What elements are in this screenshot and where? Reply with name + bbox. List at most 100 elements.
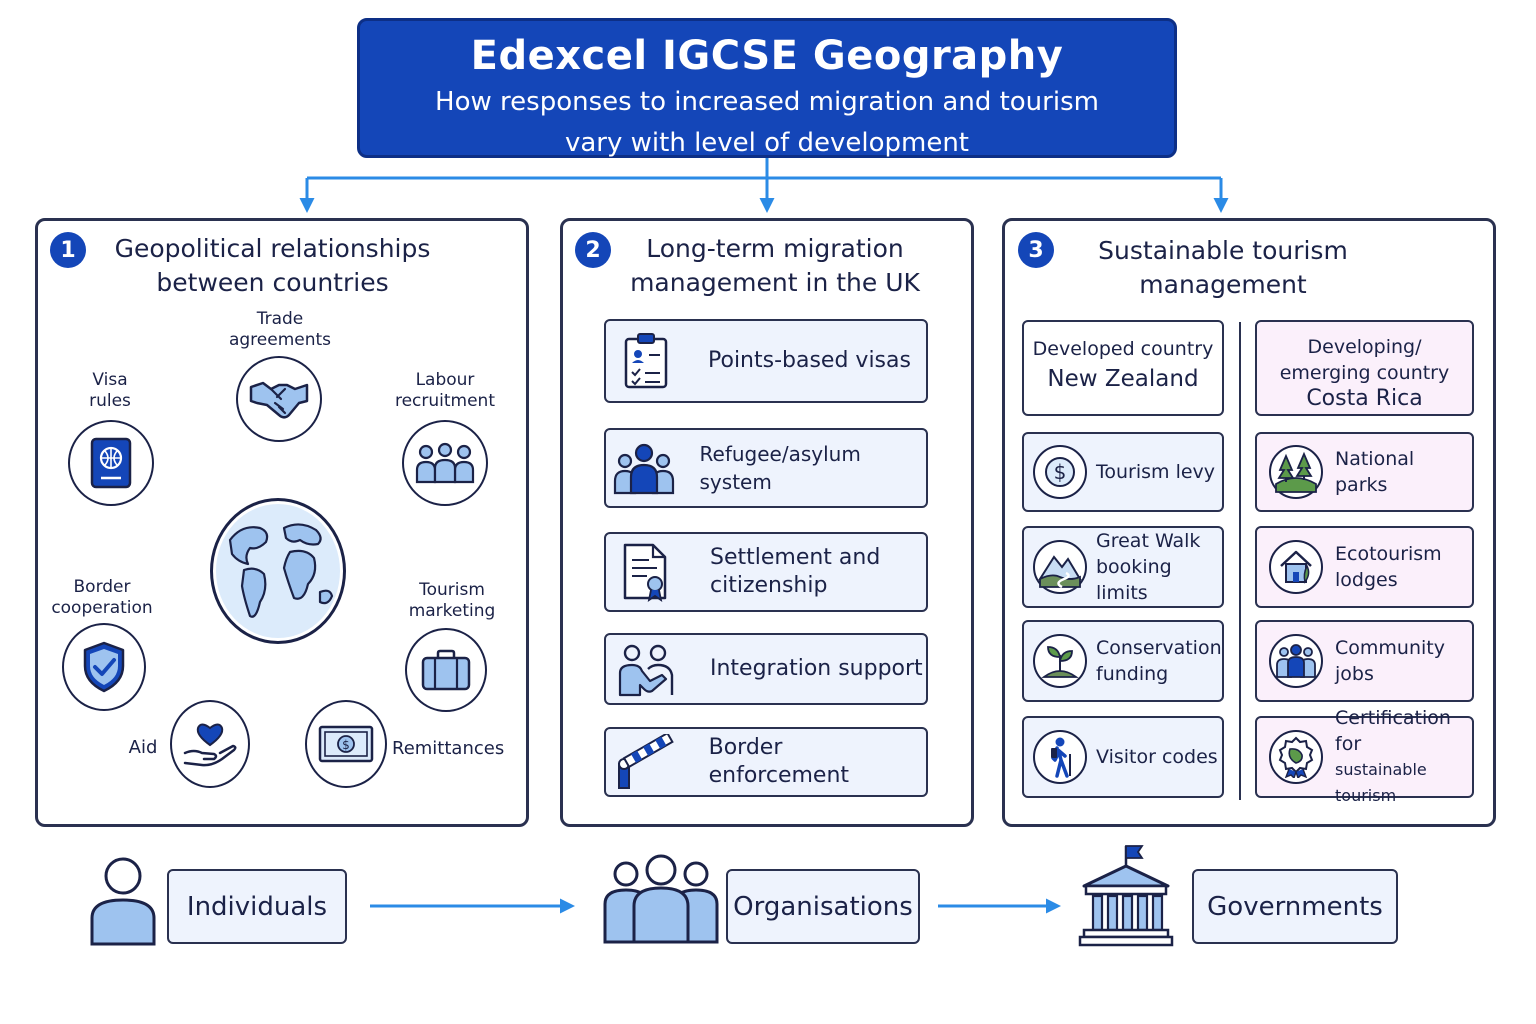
cr-item-1-text: National parks (1335, 446, 1472, 498)
visa-rules-label: Visa rules (60, 370, 160, 412)
developing-label-line-2: emerging country (1279, 362, 1450, 384)
person-icon (90, 857, 156, 946)
step-points-based-visas: Points-based visas (604, 319, 928, 403)
clipboard-checklist-icon (624, 333, 668, 389)
panel-1-number: 1 (50, 232, 86, 268)
developing-country-header: Developing/ emerging country Costa Rica (1255, 320, 1474, 416)
step-3-line-1: Settlement and (710, 545, 881, 570)
handshake-icon (249, 381, 309, 419)
trade-agreements-node (236, 356, 322, 442)
nz-item-1-line-1: Tourism levy (1096, 461, 1216, 483)
nz-item-4-text: Visitor codes (1096, 744, 1218, 770)
trade-label-line-2: agreements (228, 330, 332, 350)
panel-1-title-line-1: Geopolitical relationships (114, 234, 431, 263)
dollar-coin-icon: $ (1045, 457, 1075, 487)
nz-item-3-line-2: funding (1096, 663, 1169, 685)
aid-node (170, 700, 250, 788)
actor-organisations: Organisations (726, 869, 920, 944)
border-label-line-1: Border (73, 577, 131, 597)
nz-visitor-codes: Visitor codes (1022, 716, 1224, 798)
labour-label-line-1: Labour (415, 370, 475, 390)
trees-park-icon (1275, 451, 1317, 493)
cr-item-3-line-1: Community (1335, 637, 1445, 659)
subtitle-line-1: How responses to increased migration and… (435, 87, 1099, 117)
visa-label-line-2: rules (89, 391, 131, 411)
cr-item-2-line-1: Ecotourism (1335, 543, 1442, 565)
refugee-family-icon (613, 443, 674, 495)
developed-label: Developed country (1032, 338, 1214, 360)
developing-label-line-1: Developing/ (1307, 336, 1422, 358)
actor-governments: Governments (1192, 869, 1398, 944)
visa-label-line-1: Visa (92, 370, 128, 390)
people-group-icon (415, 442, 475, 484)
labour-label-line-2: recruitment (394, 391, 496, 411)
lodge-house-icon (1280, 550, 1312, 584)
hiker-icon (1051, 737, 1071, 778)
cr-item-4-text: Certification for sustainable tourism (1335, 705, 1472, 809)
nz-item-3-line-1: Conservation (1096, 637, 1222, 659)
border-cooperation-node (62, 623, 146, 711)
step-4-text: Integration support (710, 655, 923, 683)
nz-item-4-line-1: Visitor codes (1096, 746, 1218, 768)
tourism-marketing-node (405, 628, 487, 712)
mountain-trail-icon (1038, 555, 1082, 589)
svg-text:$: $ (342, 738, 350, 752)
certificate-document-icon (623, 543, 667, 602)
cr-ecotourism-lodges: Ecotourism lodges (1255, 526, 1474, 608)
step-border-enforcement: Border enforcement (604, 727, 928, 797)
cr-item-3-text: Community jobs (1335, 635, 1445, 687)
step-integration-support: Integration support (604, 633, 928, 705)
cr-certification: Certification for sustainable tourism (1255, 707, 1474, 805)
trade-label-line-1: Trade (256, 309, 304, 329)
svg-text:$: $ (1054, 460, 1067, 484)
remittances-node: $ (305, 700, 387, 788)
labour-recruitment-node (402, 420, 488, 506)
panel-2-number: 2 (575, 232, 611, 268)
shield-icon (83, 641, 125, 693)
seedling-icon (1041, 646, 1079, 678)
globe-node (210, 498, 346, 644)
panel-1-title: Geopolitical relationships between count… (100, 232, 445, 300)
eco-badge-icon (1278, 736, 1314, 778)
heart-hand-icon (183, 723, 237, 767)
step-settlement-citizenship: Settlement and citizenship (604, 532, 928, 612)
cr-item-2-line-2: lodges (1335, 569, 1398, 591)
government-building-icon (1078, 845, 1174, 947)
visa-rules-node (68, 420, 154, 506)
panel-2-title: Long-term migration management in the UK (615, 232, 935, 300)
developed-country-name: New Zealand (1047, 366, 1199, 392)
panel-3-title-line-2: management (1139, 270, 1307, 299)
aid-label: Aid (128, 737, 158, 758)
tourism-label-line-2: marketing (408, 601, 496, 621)
panel-2-title-line-1: Long-term migration (646, 234, 904, 263)
nz-item-2-text: Great Walk booking limits (1096, 528, 1222, 606)
subtitle-line-2: vary with level of development (564, 128, 969, 158)
step-4-line-1: Integration support (710, 656, 923, 681)
actor-individuals: Individuals (167, 869, 347, 944)
globe-icon (216, 504, 340, 638)
panel-2-title-line-2: management in the UK (630, 268, 920, 297)
cr-item-2-text: Ecotourism lodges (1335, 541, 1442, 593)
community-people-icon (1276, 644, 1316, 678)
header-banner: Edexcel IGCSE Geography How responses to… (357, 18, 1177, 158)
panel-3-number: 3 (1018, 232, 1054, 268)
developing-country-name: Costa Rica (1306, 386, 1423, 411)
barrier-gate-icon (618, 734, 675, 789)
developed-country-header: Developed country New Zealand (1022, 320, 1224, 416)
border-label-line-2: cooperation (51, 598, 153, 618)
tourism-label-line-1: Tourism (419, 580, 485, 600)
nz-great-walk-limits: Great Walk booking limits (1022, 526, 1224, 608)
step-5-text: Border enforcement (709, 734, 926, 790)
cr-national-parks: National parks (1255, 432, 1474, 512)
cr-item-4-line-2: sustainable tourism (1335, 760, 1427, 805)
passport-icon (90, 437, 132, 489)
page-title: Edexcel IGCSE Geography (470, 33, 1064, 79)
column-divider (1239, 322, 1241, 800)
step-2-text: Refugee/asylum system (700, 440, 926, 496)
cr-item-3-line-2: jobs (1335, 663, 1374, 685)
cr-community-jobs: Community jobs (1255, 620, 1474, 702)
nz-item-3-text: Conservation funding (1096, 635, 1222, 687)
nz-item-2-line-2: booking limits (1096, 556, 1172, 604)
step-3-line-2: citizenship (710, 573, 828, 598)
developing-label: Developing/ emerging country (1257, 334, 1472, 386)
